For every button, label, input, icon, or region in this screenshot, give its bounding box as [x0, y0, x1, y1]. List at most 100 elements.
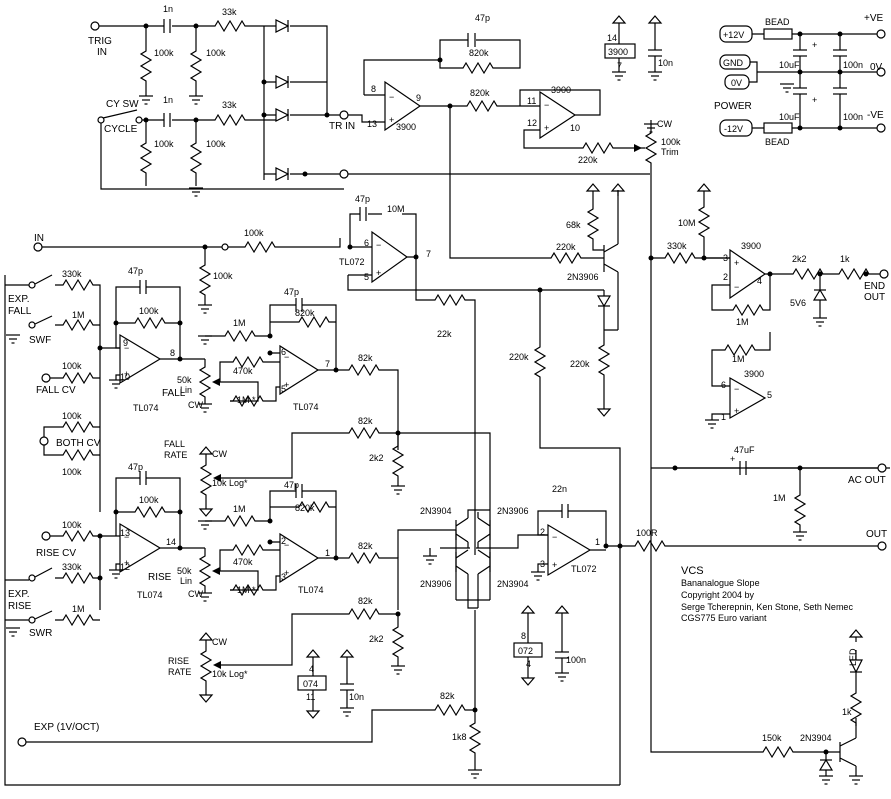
r-100k-label: 100k [139, 306, 159, 316]
tl072-label: TL072 [339, 257, 365, 267]
exp-1v-oct-label: EXP (1V/OCT) [34, 722, 99, 733]
swf-label: SWF [29, 335, 51, 346]
r-220k-label: 220k [556, 242, 576, 252]
svg-text:9: 9 [123, 338, 128, 348]
r-330k-label: 330k [62, 269, 82, 279]
svg-text:−: − [124, 343, 129, 353]
title-line-5: CGS775 Euro variant [681, 613, 767, 623]
pot-10k-log-label: 10k Log* [212, 669, 248, 679]
c-10n-label: 10n [349, 692, 364, 702]
r-100k-label: 100k [244, 228, 264, 238]
fall-rate-label-1: FALL [164, 439, 185, 449]
svg-text:8: 8 [371, 84, 376, 94]
r-1m-label: 1M [233, 504, 246, 514]
plus-ve-label: +VE [864, 13, 884, 24]
svg-text:2: 2 [723, 272, 728, 282]
c-47p-label: 47p [128, 266, 143, 276]
trim-pot-label: 100k [661, 137, 681, 147]
r-150k-label: 150k [762, 733, 782, 743]
rise-rate-label-1: RISE [168, 656, 189, 666]
r-1m-label: 1M [732, 354, 745, 364]
exp-input: EXP (1V/OCT) 82k 1k8 [17, 610, 483, 779]
c-100n-label: 100n [843, 60, 863, 70]
cy-sw-label: CY SW [106, 99, 139, 110]
pot-10k-log-label: 10k Log* [212, 478, 248, 488]
r-220k-label: 220k [570, 359, 590, 369]
q-2n3904-label: 2N3904 [800, 733, 832, 743]
rise-rate-label-2: RATE [168, 667, 191, 677]
exp-1v-oct-jack [17, 737, 27, 747]
transistor-switch: 2N3904 2N3906 2N3906 2N3904 −+ 2 3 1 TL0… [420, 484, 887, 686]
svg-text:3: 3 [281, 572, 286, 582]
r-33k-top-label: 33k [222, 7, 237, 17]
svg-text:12: 12 [527, 118, 537, 128]
c-47p-label: 47p [475, 13, 490, 23]
r-1k-label: 1k [842, 707, 852, 717]
r-330k-label: 330k [667, 241, 687, 251]
svg-text:14: 14 [607, 33, 617, 43]
r-100k-label: 100k [206, 48, 226, 58]
svg-text:−: − [734, 282, 739, 292]
r-100k-label: 100k [206, 139, 226, 149]
svg-text:−: − [124, 532, 129, 542]
c-47p-label: 47p [284, 287, 299, 297]
title-line-1: VCS [681, 565, 704, 577]
svg-text:2: 2 [281, 536, 286, 546]
r-820k-label: 820k [295, 503, 315, 513]
r-1k-label: 1k [840, 254, 850, 264]
exp-fall-label-2: FALL [8, 306, 32, 317]
r-100k-label: 100k [62, 467, 82, 477]
svg-text:7: 7 [325, 359, 330, 369]
svg-text:+: + [812, 40, 817, 50]
plus12-label: +12V [723, 30, 744, 40]
svg-text:8: 8 [521, 631, 526, 641]
svg-text:−: − [389, 92, 394, 102]
svg-text:+: + [544, 123, 549, 133]
r-82k-label: 82k [358, 353, 373, 363]
r-1m-star-label: 1M * [237, 585, 256, 595]
trig-in-jack [90, 21, 100, 31]
svg-text:1: 1 [325, 548, 330, 558]
trig-in-label-2: IN [97, 47, 107, 58]
out-terminal [877, 541, 887, 551]
c-47p-label: 47p [128, 462, 143, 472]
svg-text:4: 4 [309, 664, 314, 674]
svg-text:1: 1 [595, 537, 600, 547]
r-100k-label: 100k [213, 271, 233, 281]
r-2k2-label: 2k2 [369, 453, 384, 463]
svg-text:+: + [734, 258, 739, 268]
ic-072-label: 072 [518, 646, 533, 656]
exp-rise-label-1: EXP. [8, 589, 30, 600]
trigger-input-section: TRIG IN 1n 33k 100k 100k TR IN CY SW CYC… [88, 4, 650, 197]
gnd-label: GND [723, 58, 744, 68]
c-47p-label: 47p [355, 194, 370, 204]
trig-in-label-1: TRIG [88, 36, 112, 47]
both-cv-label: BOTH CV [56, 438, 101, 449]
cw-label: CW [188, 400, 203, 410]
c-47p-label: 47p [284, 480, 299, 490]
r-1k8-label: 1k8 [452, 732, 467, 742]
svg-text:11: 11 [527, 96, 536, 106]
c1-label: 1n [163, 95, 173, 105]
in-jack [33, 242, 43, 252]
c-100n-label: 100n [566, 655, 586, 665]
r-10m-label: 10M [387, 204, 405, 214]
cw-label: CW [188, 589, 203, 599]
svg-text:7: 7 [426, 249, 431, 259]
svg-text:6: 6 [721, 380, 726, 390]
power-label: POWER [714, 101, 752, 112]
title-line-2: Bananalogue Slope [681, 578, 760, 588]
pot-50k-label: 50k [177, 375, 192, 385]
cv-inputs: EXP. FALL 330k 1M SWF FALL CV 100k BOTH … [4, 269, 621, 786]
rise-cv-label: RISE CV [36, 548, 76, 559]
ac-out-section: + 47uF 1M AC OUT [672, 445, 887, 541]
c-10uf-label: 10uF [779, 112, 800, 122]
svg-text:+: + [730, 454, 735, 464]
swr-label: SWR [29, 628, 52, 639]
minus-ve-terminal [876, 123, 886, 133]
svg-text:13: 13 [367, 119, 377, 129]
comparator-3900: −+ 8 13 9 3900 47p 820k 820k −+ 11 12 10… [348, 13, 681, 259]
r-2k2-label: 2k2 [369, 634, 384, 644]
c-47uf-label: 47uF [734, 445, 755, 455]
svg-text:5: 5 [281, 384, 286, 394]
